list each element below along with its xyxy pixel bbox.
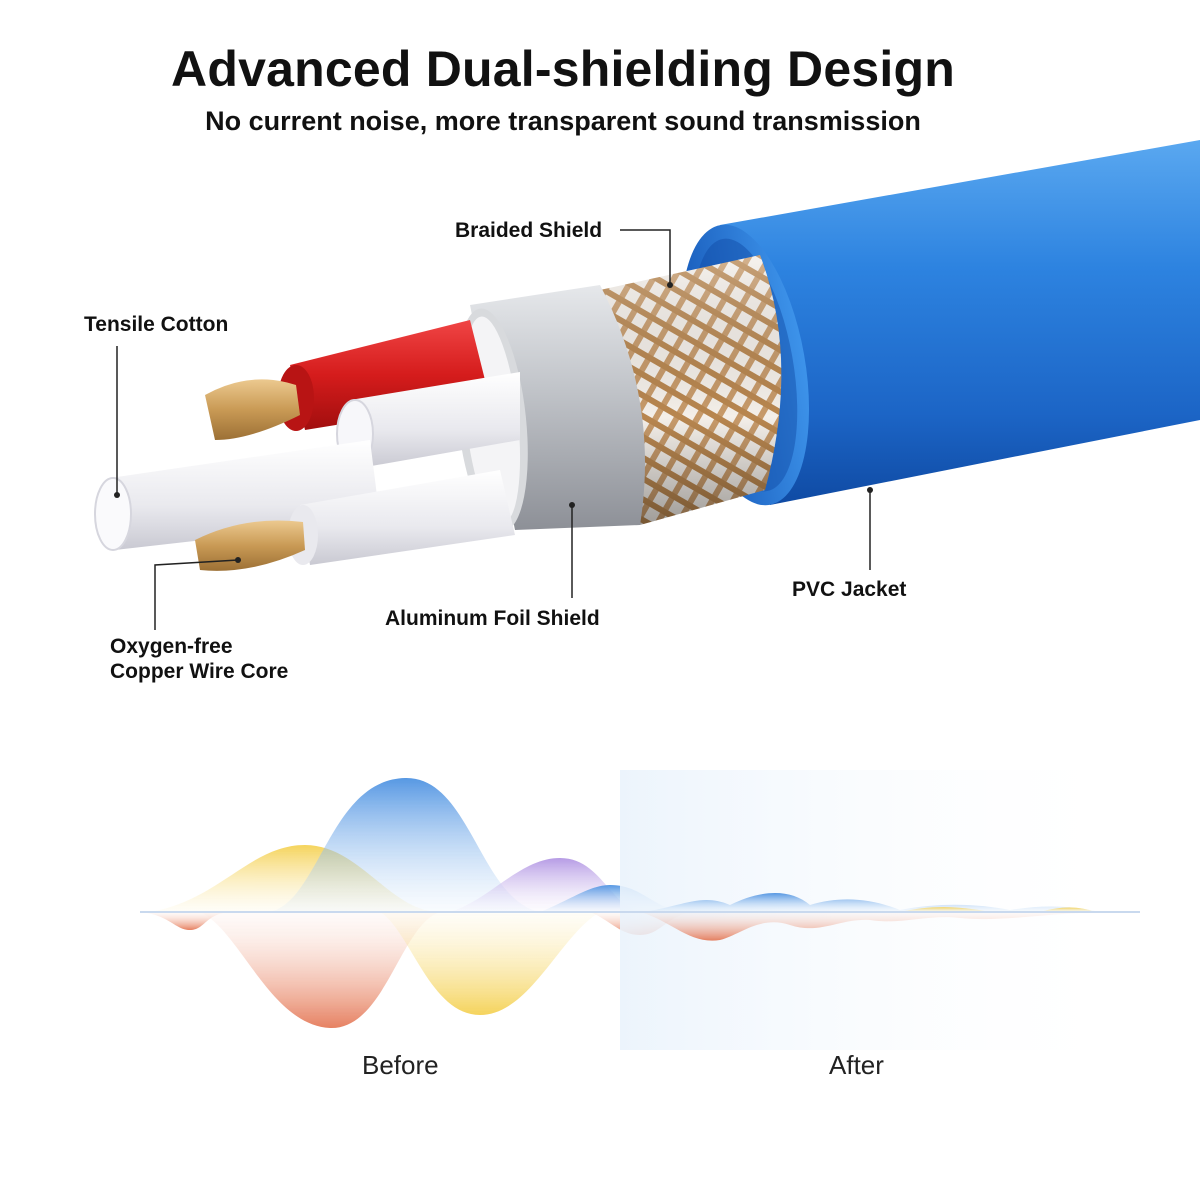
before-label: Before [362, 1050, 439, 1080]
braided-shield-leader [620, 229, 671, 285]
tensile-cotton-label: Tensile Cotton [84, 313, 229, 336]
before-waveform [140, 777, 690, 1029]
callout-lines [116, 229, 871, 630]
callout-dots [114, 282, 873, 563]
page-subtitle: No current noise, more transparent sound… [205, 106, 921, 136]
after-label: After [829, 1050, 884, 1080]
braided-shield-label: Braided Shield [455, 219, 603, 242]
after-waveform [640, 892, 1100, 941]
pvc-jacket-label: PVC Jacket [792, 578, 907, 601]
aluminum-foil-shield-label: Aluminum Foil Shield [385, 607, 600, 630]
white-wire [195, 470, 515, 571]
braided-shield [600, 255, 782, 525]
copper-core-label-line2: Copper Wire Core [110, 660, 289, 683]
copper-core-leader [154, 559, 239, 630]
copper-core-label-line1: Oxygen-free [110, 635, 233, 658]
page-title: Advanced Dual-shielding Design [171, 41, 955, 97]
